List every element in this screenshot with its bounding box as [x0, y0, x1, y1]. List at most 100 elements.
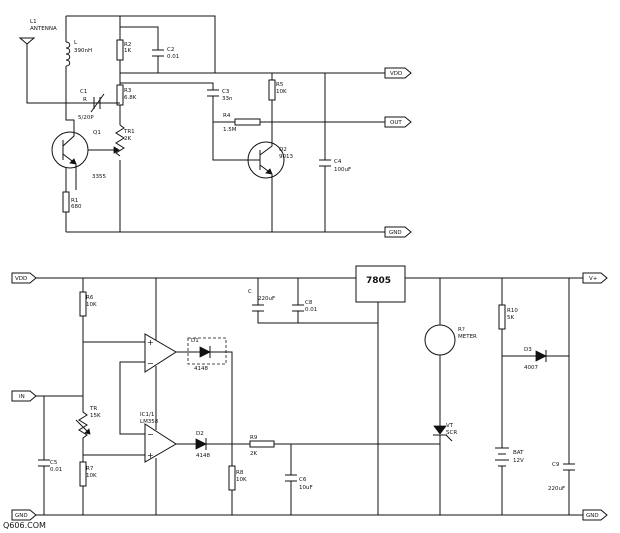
svg-text:IN: IN — [19, 394, 25, 400]
r2-ref: R2 — [124, 42, 131, 48]
inductor-icon — [65, 16, 71, 100]
c1-ref: C1 — [80, 89, 87, 95]
capacitor-c6 — [285, 474, 297, 482]
vdd-rail-top — [66, 15, 385, 74]
scr-icon — [433, 420, 453, 515]
port-out: OUT — [384, 116, 412, 128]
r3-ref: R3 — [124, 88, 132, 94]
c9-value: 220uF — [548, 486, 565, 492]
q2-ref: Q2 — [279, 147, 287, 153]
r4-ref: R4 — [223, 113, 231, 119]
resistor-r1 — [62, 191, 70, 213]
c3-value: 33n — [222, 96, 233, 102]
port-vdd-top: VDD — [384, 67, 412, 79]
diode-d1-icon — [199, 346, 233, 444]
r5-ref: R5 — [276, 82, 284, 88]
svg-text:GND: GND — [15, 513, 28, 519]
r4-value: 1.5M — [223, 127, 237, 133]
svg-text:V+: V+ — [589, 276, 598, 282]
meter-icon — [424, 324, 456, 356]
svg-text:VDD: VDD — [15, 276, 27, 282]
c1-value: 5/20P — [78, 115, 94, 121]
r8-ref: R8 — [236, 470, 244, 476]
resistor-r3 — [116, 84, 124, 106]
svg-text:VDD: VDD — [390, 71, 402, 77]
capacitor-c3 — [207, 89, 219, 97]
c2-value: 0.01 — [167, 54, 179, 60]
antenna-name: ANTENNA — [30, 26, 57, 32]
transistor-q2-icon — [247, 122, 285, 232]
tr-value: 15K — [90, 413, 101, 419]
r2-value: 1K — [124, 48, 131, 54]
diode-d3-icon — [502, 350, 569, 362]
bat-ref: BAT — [513, 450, 524, 456]
c5-value: 0.01 — [50, 467, 62, 473]
q2-part: 9013 — [279, 154, 293, 160]
antenna-ref: L1 — [30, 19, 37, 25]
top-receiver-circuit: L1 ANTENNA L 390nH C1 5/20P R Q1 3355 R1… — [18, 15, 412, 238]
port-gnd-top: GND — [384, 226, 412, 238]
trimmer-tr-icon — [75, 396, 91, 462]
c2-ref: C2 — [167, 47, 174, 53]
c-value: 220uF — [258, 296, 275, 302]
r7-ref: R7 — [86, 466, 94, 472]
variable-capacitor-icon — [65, 93, 120, 113]
meter-name: METER — [458, 334, 477, 340]
resistor-r6 — [79, 291, 87, 317]
bottom-driver-circuit: R6 10K TR 15K R7 10K C5 0.01 + − — [11, 265, 608, 521]
r3-value: 6.8K — [124, 95, 137, 101]
capacitor-c5 — [38, 459, 50, 467]
c8-value: 0.01 — [305, 307, 317, 313]
r9-ref: R9 — [250, 435, 258, 441]
resistor-r4 — [234, 118, 261, 126]
regulator-label: 7805 — [366, 276, 391, 286]
r8-value: 10K — [236, 477, 247, 483]
port-in: IN — [11, 390, 37, 402]
diode-d2-icon — [195, 438, 250, 450]
port-vplus: V+ — [582, 272, 608, 284]
trimmer-tr1-icon — [112, 124, 125, 157]
r6-value: 10K — [86, 302, 97, 308]
l-value: 390nH — [74, 48, 92, 54]
svg-text:+: + — [147, 338, 154, 347]
d1-value: 4148 — [194, 366, 208, 372]
battery-icon — [495, 447, 509, 515]
l-ref: L — [74, 40, 78, 46]
c4-value: 100uF — [334, 167, 351, 173]
c5-ref: C5 — [50, 460, 58, 466]
tr1-value: 2K — [124, 136, 131, 142]
capacitor-c2 — [152, 49, 164, 57]
regulator-7805 — [355, 265, 406, 303]
resistor-r2 — [116, 39, 124, 61]
c-ref: C — [248, 289, 252, 295]
svg-text:OUT: OUT — [390, 120, 402, 126]
r1-value: 680 — [71, 204, 82, 210]
c4-ref: C4 — [334, 159, 342, 165]
r1-ref: R1 — [71, 198, 78, 204]
d1-dashed-box — [187, 337, 227, 365]
resistor-r9 — [249, 440, 275, 448]
transistor-q1-icon — [51, 103, 112, 190]
svg-text:GND: GND — [389, 230, 402, 236]
tr-ref: TR — [89, 406, 97, 412]
ic1-part: LM358 — [140, 419, 159, 425]
q1-ref: Q1 — [93, 130, 101, 136]
port-gnd-right: GND — [582, 509, 608, 521]
scr-part: SCR — [446, 430, 457, 436]
r9-value: 2K — [250, 451, 257, 457]
d3-value: 4007 — [524, 365, 538, 371]
d2-ref: D2 — [196, 431, 204, 437]
r-ref: R — [83, 97, 87, 103]
q1-part: 3355 — [92, 174, 106, 180]
capacitor-c8 — [292, 304, 304, 312]
c8-ref: C8 — [305, 300, 313, 306]
resistor-r5 — [268, 79, 276, 101]
r10-ref: R10 — [507, 308, 518, 314]
d2-value: 4148 — [196, 453, 210, 459]
capacitor-c9 — [563, 463, 575, 471]
meter-ref: R? — [458, 327, 465, 333]
r7-value: 10K — [86, 473, 97, 479]
svg-text:GND: GND — [586, 513, 599, 519]
tr1-ref: TR1 — [123, 129, 135, 135]
